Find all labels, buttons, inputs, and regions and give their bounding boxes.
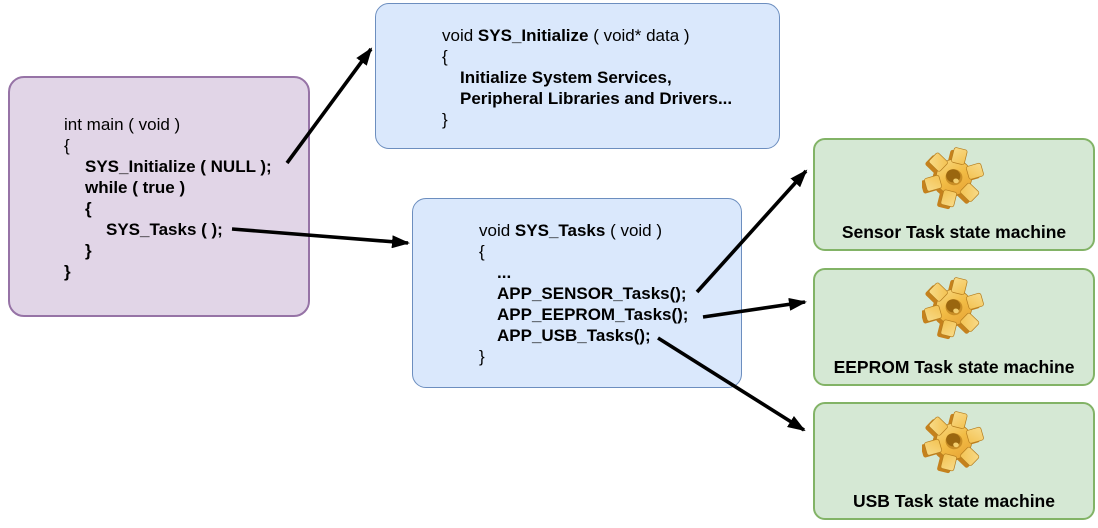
eeprom-task-box: EEPROM Task state machine	[813, 268, 1095, 386]
function-signature: void SYS_Tasks ( void )	[479, 220, 741, 241]
signature-pre: void	[442, 26, 478, 45]
code-line-app-usb-call: APP_USB_Tasks();	[497, 326, 651, 345]
code-line-app-sensor-call: APP_SENSOR_Tasks();	[497, 284, 687, 303]
code-line: {	[85, 199, 92, 218]
signature-pre: void	[479, 221, 515, 240]
code-line: {	[479, 242, 485, 261]
code-line: int main ( void )	[64, 115, 181, 134]
code-line: Initialize System Services,	[460, 68, 672, 87]
gear-icon	[922, 147, 986, 211]
code-line: Peripheral Libraries and Drivers...	[460, 89, 733, 108]
code-line-while-loop: while ( true )	[85, 178, 186, 197]
code-line: }	[64, 262, 71, 281]
sys-initialize-box: void SYS_Initialize ( void* data ) { Ini…	[375, 3, 780, 149]
code-line: }	[479, 347, 485, 366]
signature-name: SYS_Initialize	[477, 26, 589, 45]
sys-tasks-box: void SYS_Tasks ( void ) { ... APP_SENSOR…	[412, 198, 742, 388]
code-line: ...	[497, 263, 512, 282]
function-signature: void SYS_Initialize ( void* data )	[442, 25, 779, 46]
code-line: }	[442, 110, 448, 129]
main-function-box: int main ( void ) { SYS_Initialize ( NUL…	[8, 76, 310, 317]
signature-name: SYS_Tasks	[514, 221, 606, 240]
code-line: {	[442, 47, 448, 66]
task-box-label: EEPROM Task state machine	[833, 356, 1075, 377]
code-line: }	[85, 241, 92, 260]
signature-post: ( void )	[605, 221, 663, 240]
task-box-label: USB Task state machine	[853, 490, 1055, 511]
code-line-app-eeprom-call: APP_EEPROM_Tasks();	[497, 305, 689, 324]
signature-post: ( void* data )	[588, 26, 690, 45]
gear-icon	[922, 411, 986, 475]
code-line: {	[64, 136, 70, 155]
sensor-task-box: Sensor Task state machine	[813, 138, 1095, 251]
code-line-sys-initialize-call: SYS_Initialize ( NULL );	[85, 157, 272, 176]
usb-task-box: USB Task state machine	[813, 402, 1095, 520]
gear-icon	[922, 277, 986, 341]
code-line-sys-tasks-call: SYS_Tasks ( );	[106, 220, 223, 239]
task-box-label: Sensor Task state machine	[841, 221, 1067, 242]
